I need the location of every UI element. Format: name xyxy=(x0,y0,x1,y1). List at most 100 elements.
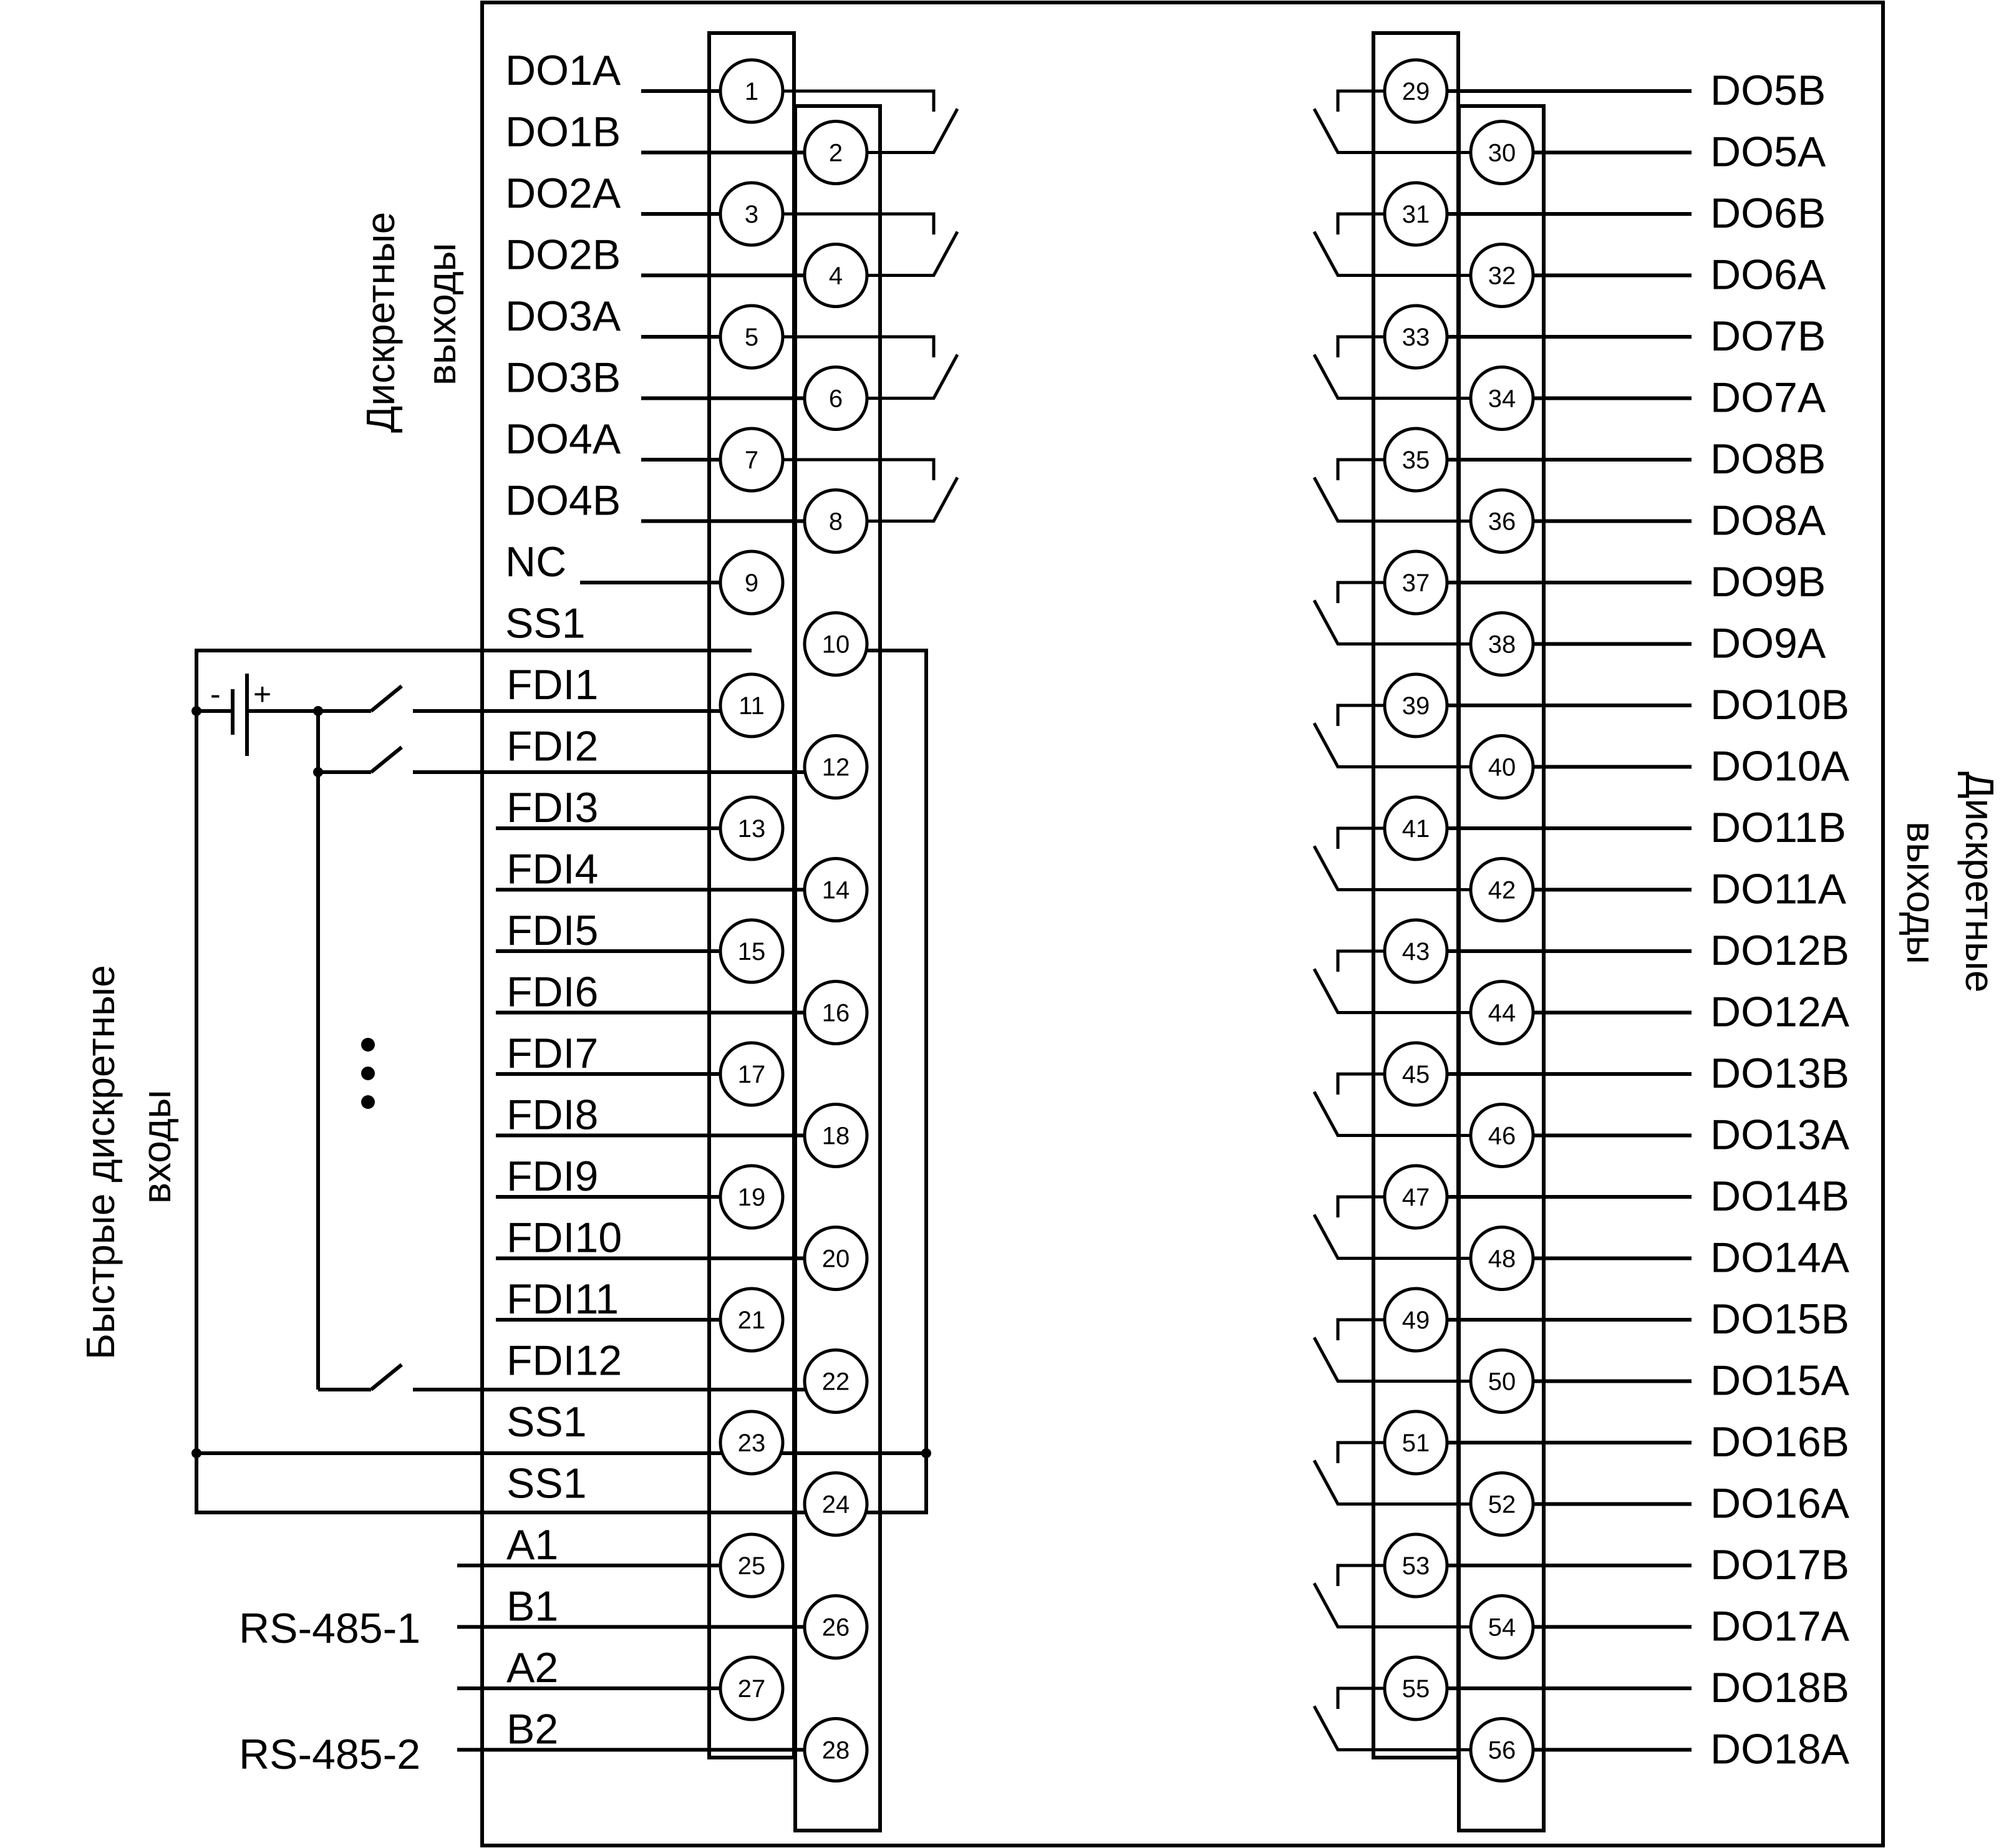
label-left-22: FDI12 xyxy=(506,1337,622,1385)
relay-contact-lower-8 xyxy=(1312,477,1502,523)
terminal-45-circle xyxy=(1383,1041,1449,1107)
terminal-44-circle xyxy=(1469,980,1535,1045)
terminal-strip-left-even xyxy=(793,104,882,1832)
terminal-8-circle xyxy=(803,488,869,554)
relay-contact-lower-11 xyxy=(1312,845,1502,891)
terminal-54-number: 54 xyxy=(1488,1614,1516,1642)
label-left-23: SS1 xyxy=(506,1398,587,1446)
terminal-53-number: 53 xyxy=(1402,1552,1430,1580)
label-left-21: FDI11 xyxy=(506,1275,619,1323)
terminal-8-number: 8 xyxy=(829,508,843,536)
label-right-50: DO15A xyxy=(1710,1357,1850,1405)
terminal-20-number: 20 xyxy=(822,1246,850,1273)
terminal-40-number: 40 xyxy=(1488,754,1516,781)
terminal-21-circle xyxy=(719,1287,785,1353)
relay-contact-lower-7 xyxy=(1312,354,1502,400)
right-outputs-title-line1: Дискретные xyxy=(1957,772,2002,992)
terminal-41-number: 41 xyxy=(1402,815,1430,843)
label-right-43: DO12B xyxy=(1710,927,1849,974)
label-right-53: DO17B xyxy=(1710,1541,1849,1589)
terminal-19-circle xyxy=(719,1164,785,1230)
terminal-22-number: 22 xyxy=(822,1368,850,1396)
label-right-37: DO9B xyxy=(1710,558,1826,606)
label-right-39: DO10B xyxy=(1710,681,1849,728)
label-left-9: NC xyxy=(505,538,566,586)
terminal-56-number: 56 xyxy=(1488,1737,1516,1764)
terminal-50-circle xyxy=(1469,1348,1535,1414)
terminal-12-circle xyxy=(803,734,869,800)
terminal-47-number: 47 xyxy=(1402,1184,1430,1211)
label-left-6: DO3B xyxy=(505,354,621,402)
terminal-33-number: 33 xyxy=(1402,324,1430,351)
terminal-15-number: 15 xyxy=(738,938,766,965)
label-left-11: FDI1 xyxy=(506,661,598,709)
terminal-37-number: 37 xyxy=(1402,569,1430,597)
terminal-22-circle xyxy=(803,1348,869,1414)
terminal-strip-right-even xyxy=(1457,104,1546,1832)
terminal-26-circle xyxy=(803,1594,869,1660)
terminal-45-number: 45 xyxy=(1402,1061,1430,1088)
terminal-42-circle xyxy=(1469,857,1535,922)
label-left-24: SS1 xyxy=(506,1460,587,1507)
terminal-41-circle xyxy=(1383,795,1449,861)
terminal-24-circle xyxy=(803,1471,869,1537)
label-left-25: A1 xyxy=(506,1521,558,1569)
terminal-10-circle xyxy=(803,611,869,677)
terminal-26-number: 26 xyxy=(822,1614,850,1642)
terminal-12-number: 12 xyxy=(822,754,850,781)
terminal-27-number: 27 xyxy=(738,1675,766,1703)
fdi-title-line2: входы xyxy=(134,1090,179,1204)
label-left-20: FDI10 xyxy=(506,1214,622,1262)
label-right-56: DO18A xyxy=(1710,1726,1850,1773)
terminal-49-number: 49 xyxy=(1402,1307,1430,1334)
label-left-10: SS1 xyxy=(505,600,586,647)
rs485-2-label: RS-485-2 xyxy=(239,1731,420,1778)
terminal-38-circle xyxy=(1469,611,1535,677)
relay-contact-upper-1 xyxy=(752,89,936,112)
label-left-16: FDI6 xyxy=(506,969,598,1016)
label-right-45: DO13B xyxy=(1710,1050,1849,1097)
terminal-4-number: 4 xyxy=(829,263,843,290)
terminal-28-circle xyxy=(803,1717,869,1783)
relay-contact-lower-17 xyxy=(1312,1582,1502,1628)
terminal-35-circle xyxy=(1383,427,1449,493)
label-left-2: DO1B xyxy=(505,109,621,156)
fdi-title-line1: Быстрые дискретные xyxy=(78,965,123,1360)
terminal-17-circle xyxy=(719,1041,785,1107)
terminal-46-number: 46 xyxy=(1488,1123,1516,1150)
relay-contact-upper-3 xyxy=(752,335,936,357)
relay-contact-lower-12 xyxy=(1312,968,1502,1014)
terminal-6-number: 6 xyxy=(829,385,843,413)
label-right-33: DO7B xyxy=(1710,312,1826,360)
terminal-48-circle xyxy=(1469,1226,1535,1291)
terminal-5-number: 5 xyxy=(745,324,758,351)
terminal-47-circle xyxy=(1383,1164,1449,1230)
terminal-32-number: 32 xyxy=(1488,263,1516,290)
terminal-4-circle xyxy=(803,243,869,308)
label-left-3: DO2A xyxy=(505,170,621,217)
label-right-34: DO7A xyxy=(1710,374,1826,422)
terminal-3-number: 3 xyxy=(745,201,758,228)
relay-contact-upper-2 xyxy=(752,212,936,235)
terminal-16-circle xyxy=(803,980,869,1045)
terminal-20-circle xyxy=(803,1226,869,1291)
terminal-21-number: 21 xyxy=(738,1307,766,1334)
terminal-31-circle xyxy=(1383,181,1449,247)
battery-plus: + xyxy=(253,677,271,712)
terminal-27-circle xyxy=(719,1655,785,1721)
relay-contact-lower-14 xyxy=(1312,1214,1502,1260)
terminal-35-number: 35 xyxy=(1402,447,1430,474)
terminal-11-circle xyxy=(719,672,785,738)
terminal-51-number: 51 xyxy=(1402,1430,1430,1457)
label-right-55: DO18B xyxy=(1710,1664,1849,1711)
relay-contact-lower-16 xyxy=(1312,1459,1502,1506)
label-left-4: DO2B xyxy=(505,231,621,279)
label-right-47: DO14B xyxy=(1710,1173,1849,1220)
label-right-52: DO16A xyxy=(1710,1480,1850,1527)
terminal-31-number: 31 xyxy=(1402,201,1430,228)
left-outputs-title-line1: Дискретные xyxy=(358,212,403,433)
terminals: 1234567891011121314151617181920212223242… xyxy=(719,58,1535,1783)
label-left-13: FDI3 xyxy=(506,784,598,831)
label-right-30: DO5A xyxy=(1710,128,1826,176)
label-right-51: DO16B xyxy=(1710,1418,1849,1466)
